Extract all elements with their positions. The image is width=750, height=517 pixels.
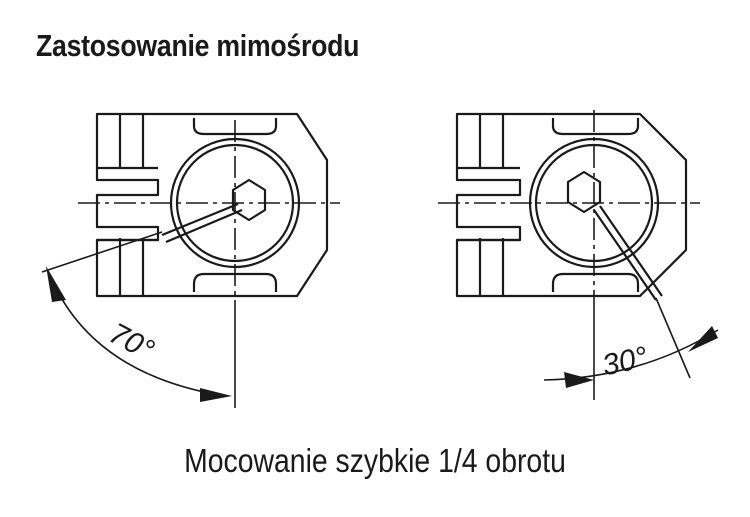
right-lever-line: [599, 205, 663, 297]
diagram-title: Zastosowanie mimośrodu: [36, 28, 360, 63]
left-figure: 70°: [41, 112, 340, 408]
left-angle-extension: [41, 231, 163, 273]
left-arrow-head: [46, 266, 66, 302]
left-angle-arc: [51, 279, 226, 397]
right-figure: 30°: [438, 110, 719, 400]
left-lever-line: [165, 208, 243, 244]
left-angle-label: 70°: [104, 317, 160, 367]
right-angle-label: 30°: [599, 341, 650, 383]
left-lever-line: [161, 202, 239, 237]
left-arrow-tail: [200, 388, 232, 402]
right-arrow-tail: [688, 326, 718, 352]
left-hex-socket: [231, 178, 267, 222]
right-recess-top: [551, 118, 640, 136]
right-arrow-head: [564, 372, 594, 388]
right-hex-socket: [566, 170, 602, 214]
right-angle-extension: [655, 297, 691, 379]
right-recess-bottom: [551, 272, 640, 292]
right-lever-line: [593, 209, 657, 301]
diagram-caption: Mocowanie szybkie 1/4 obrotu: [184, 442, 566, 479]
